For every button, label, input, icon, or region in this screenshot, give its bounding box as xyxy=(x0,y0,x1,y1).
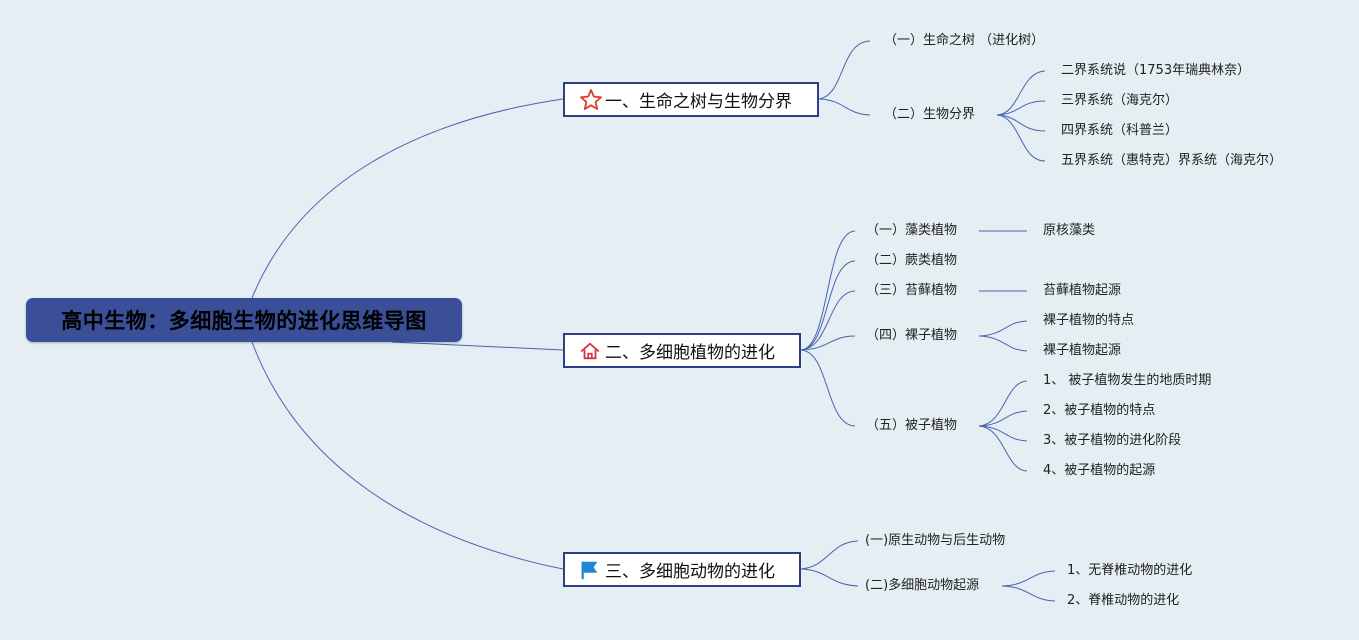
topic-b2-c5-g3[interactable]: 3、被子植物的进化阶段 xyxy=(1043,433,1182,448)
link-b2-c3 xyxy=(800,290,856,351)
topic-b1-c2-g4[interactable]: 五界系统（惠特克）界系统（海克尔） xyxy=(1061,153,1283,168)
branch-plant-evolution[interactable]: 二、多细胞植物的进化 xyxy=(563,333,801,368)
topic-b2-c5[interactable]: （五）被子植物 xyxy=(866,418,958,433)
link-b3c2-g1 xyxy=(1001,570,1056,587)
branch-label: 三、多细胞动物的进化 xyxy=(605,562,775,582)
link-b3c2-g2 xyxy=(1001,585,1056,602)
topic-b2-c2[interactable]: （二）蕨类植物 xyxy=(866,253,958,268)
link-b1-c2 xyxy=(818,98,871,116)
topic-b2-c5-g1[interactable]: 1、 被子植物发生的地质时期 xyxy=(1043,373,1212,388)
link-b2-c2 xyxy=(800,260,856,351)
topic-b1-c2-g3[interactable]: 四界系统（科普兰） xyxy=(1061,123,1179,138)
link-b3-c1 xyxy=(800,540,859,570)
topic-b2-c3[interactable]: （三）苔藓植物 xyxy=(866,283,958,298)
topic-b1-c2-g1[interactable]: 二界系统说（1753年瑞典林奈） xyxy=(1061,63,1251,78)
topic-b3-c2-g1[interactable]: 1、无脊椎动物的进化 xyxy=(1067,563,1193,578)
flag-icon xyxy=(579,558,605,582)
branch-label: 二、多细胞植物的进化 xyxy=(605,343,775,363)
link-b1c2-g2 xyxy=(996,100,1046,116)
topic-b2-c5-g2[interactable]: 2、被子植物的特点 xyxy=(1043,403,1156,418)
topic-b2-c4-g1[interactable]: 裸子植物的特点 xyxy=(1043,313,1135,328)
link-b2c5-g4 xyxy=(978,425,1028,472)
link-b3-c2 xyxy=(800,568,859,587)
link-root-branch1 xyxy=(251,98,564,299)
topic-b2-c1-g1[interactable]: 原核藻类 xyxy=(1043,223,1096,238)
link-b1-c1 xyxy=(818,40,871,100)
root-topic[interactable]: 高中生物：多细胞生物的进化思维导图 xyxy=(26,298,462,342)
link-b2-c4 xyxy=(800,335,856,351)
link-b1c2-g4 xyxy=(996,114,1046,162)
link-b2c4-g1 xyxy=(978,320,1028,337)
link-b2c5-g1 xyxy=(978,380,1028,427)
topic-b3-c1[interactable]: (一)原生动物与后生动物 xyxy=(865,533,1006,548)
branch-tree-of-life[interactable]: 一、生命之树与生物分界 xyxy=(563,82,819,117)
link-b2c5-g3 xyxy=(978,425,1028,442)
topic-b3-c2-g2[interactable]: 2、脊椎动物的进化 xyxy=(1067,593,1180,608)
topic-b2-c1[interactable]: （一）藻类植物 xyxy=(866,223,958,238)
link-b1c2-g1 xyxy=(996,70,1046,116)
link-b2c4-g2 xyxy=(978,335,1028,352)
link-b2-c5 xyxy=(800,349,856,427)
link-b2c5-g2 xyxy=(978,410,1028,427)
link-root-branch2 xyxy=(391,341,564,351)
topic-b3-c2[interactable]: (二)多细胞动物起源 xyxy=(865,578,980,593)
topic-b2-c4-g2[interactable]: 裸子植物起源 xyxy=(1043,343,1122,358)
topic-b1-c2-g2[interactable]: 三界系统（海克尔） xyxy=(1061,93,1179,108)
home-icon xyxy=(579,339,605,363)
topic-b2-c3-g1[interactable]: 苔藓植物起源 xyxy=(1043,283,1122,298)
topic-b1-c1[interactable]: （一）生命之树 （进化树） xyxy=(884,33,1045,48)
star-icon xyxy=(579,88,605,112)
topic-b2-c5-g4[interactable]: 4、被子植物的起源 xyxy=(1043,463,1156,478)
branch-label: 一、生命之树与生物分界 xyxy=(605,92,792,112)
link-b2-c1 xyxy=(800,230,856,351)
branch-animal-evolution[interactable]: 三、多细胞动物的进化 xyxy=(563,552,801,587)
topic-b2-c4[interactable]: （四）裸子植物 xyxy=(866,328,958,343)
root-topic-label: 高中生物：多细胞生物的进化思维导图 xyxy=(61,309,427,333)
topic-b1-c2[interactable]: （二）生物分界 xyxy=(884,107,976,122)
link-root-branch3 xyxy=(251,341,564,570)
